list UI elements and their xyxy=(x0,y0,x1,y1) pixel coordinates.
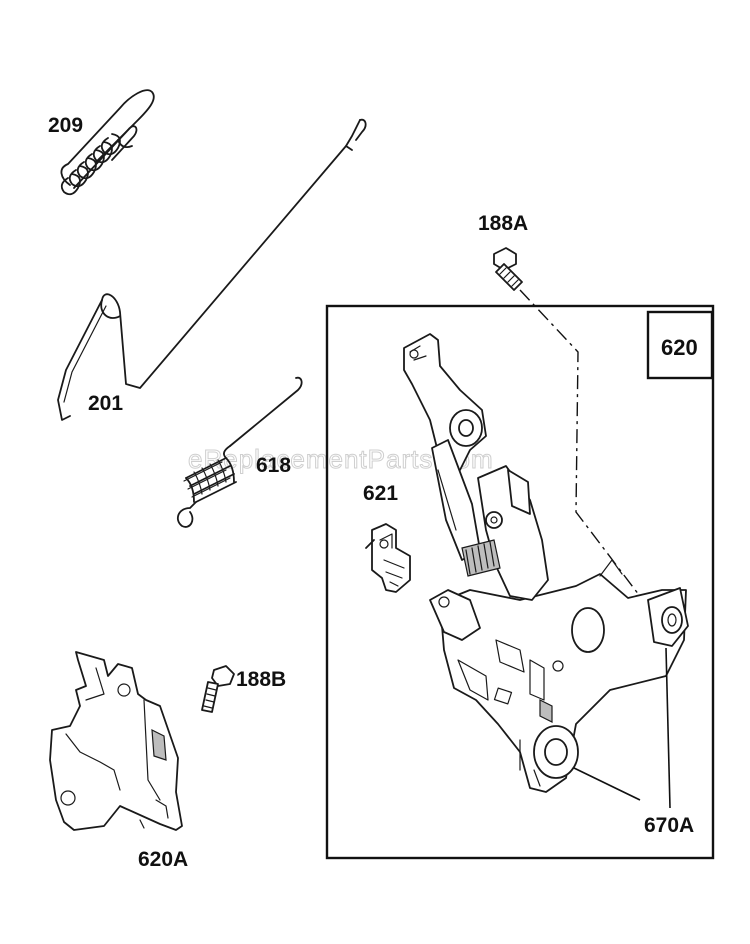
label-201: 201 xyxy=(88,392,123,415)
label-620a: 620A xyxy=(138,848,188,871)
label-670a: 670A xyxy=(644,814,694,837)
label-621: 621 xyxy=(363,482,398,505)
part-620a-bracket-plate[interactable] xyxy=(49,651,183,831)
part-201-link-rod[interactable] xyxy=(57,118,367,421)
assembly-620-box: 620 xyxy=(325,304,715,860)
part-188a-screw[interactable] xyxy=(493,247,523,291)
label-188a: 188A xyxy=(478,212,528,235)
label-618: 618 xyxy=(256,454,291,477)
leader-188a xyxy=(519,289,659,621)
part-209-spring-clip[interactable] xyxy=(60,89,155,196)
part-188b-screw[interactable] xyxy=(201,665,235,713)
label-188b: 188B xyxy=(236,668,286,691)
assembly-spring xyxy=(461,539,501,577)
label-620: 620 xyxy=(661,335,698,360)
leader-670a-1 xyxy=(573,767,641,801)
part-621-bracket[interactable] xyxy=(365,523,411,593)
spring-coils xyxy=(183,457,237,503)
leader-670a-2 xyxy=(665,647,671,809)
part-620-control-assembly[interactable] xyxy=(403,333,689,793)
part-618-extension-spring[interactable] xyxy=(176,376,303,528)
label-209: 209 xyxy=(48,114,83,137)
